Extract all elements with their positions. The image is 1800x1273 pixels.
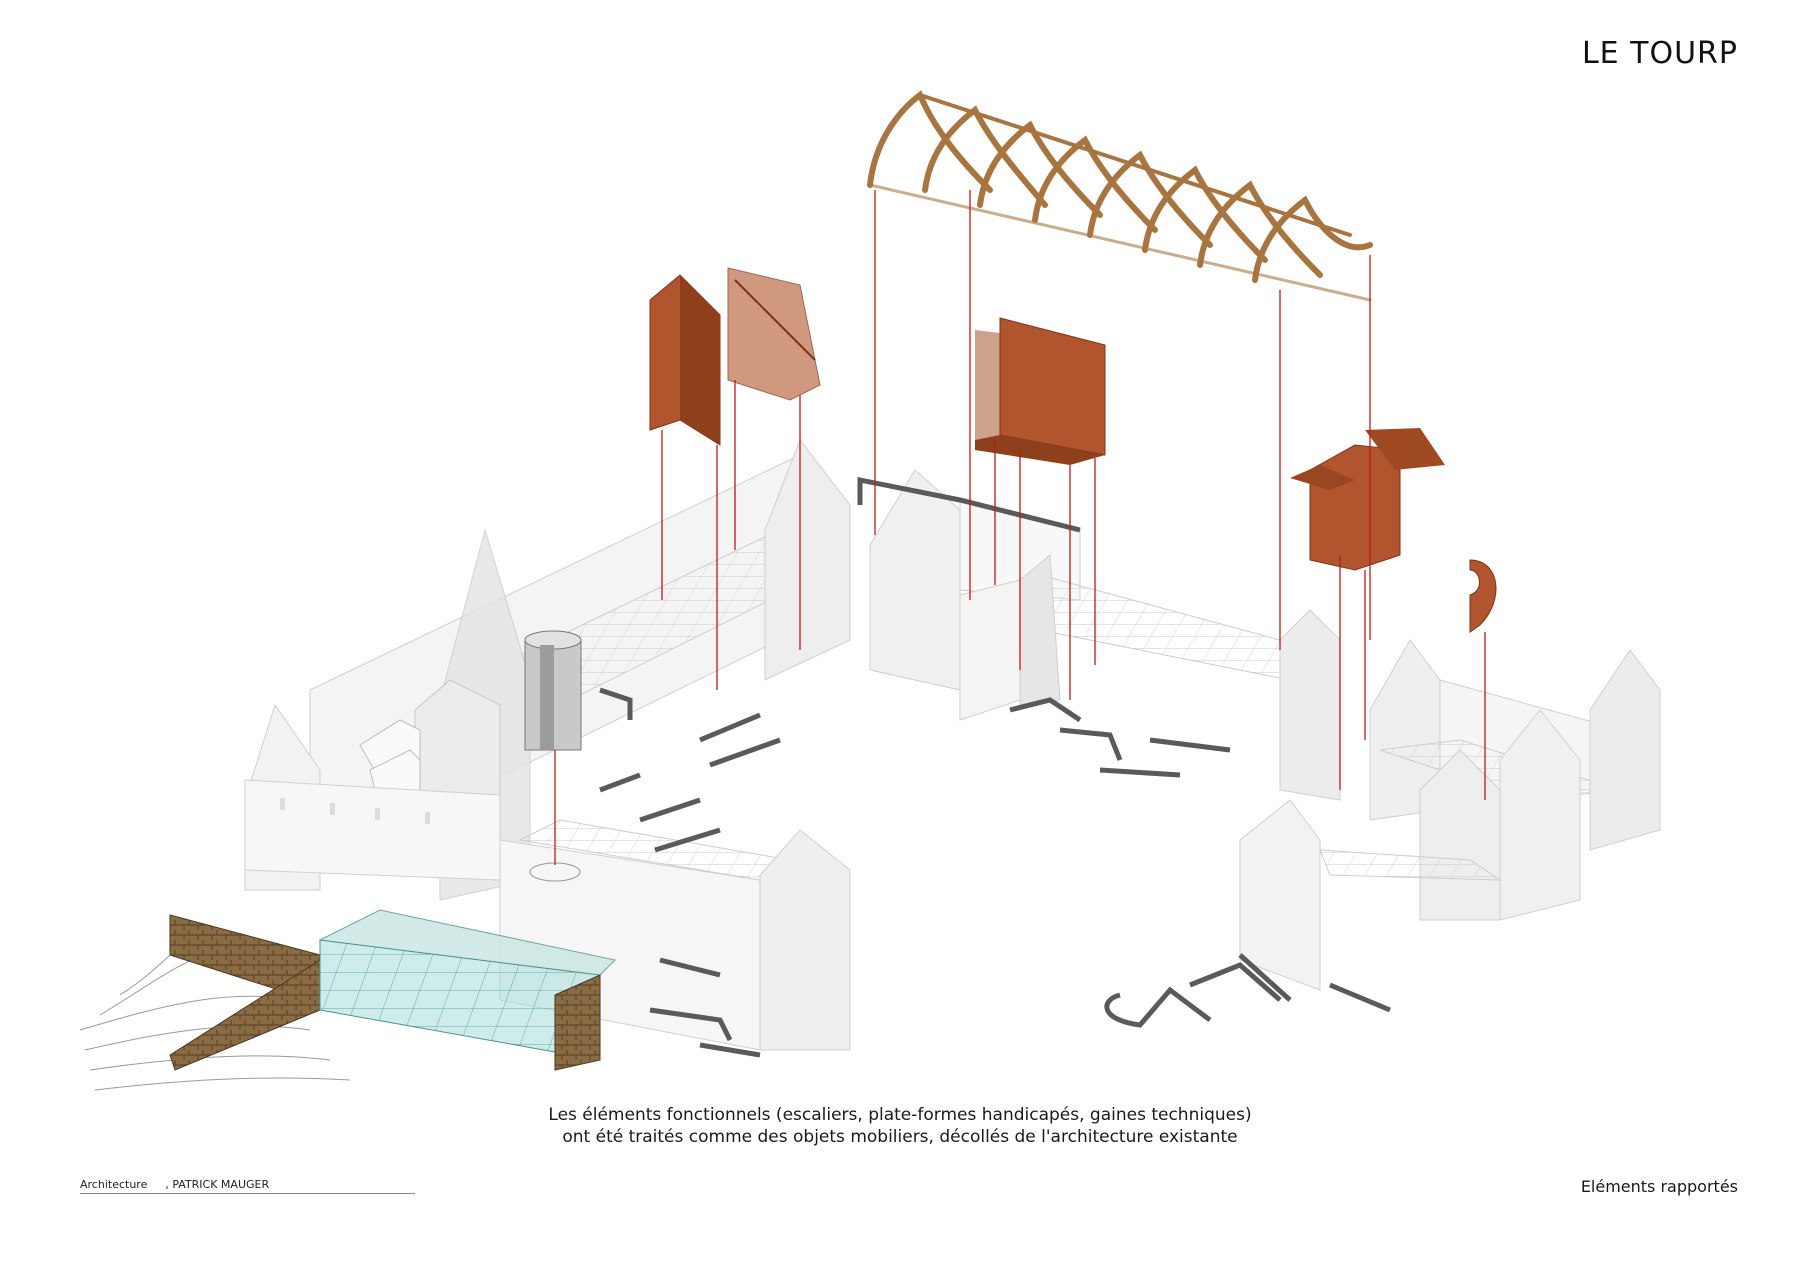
wooden-box-center: [975, 317, 1106, 465]
caption-line-2: ont été traités comme des objets mobilie…: [562, 1127, 1238, 1147]
credit-label: Architecture: [80, 1178, 148, 1191]
middle-block: [869, 469, 1341, 801]
wooden-curved-stair: [1469, 559, 1497, 633]
caption: Les éléments fonctionnels (escaliers, pl…: [500, 1104, 1300, 1148]
wooden-stair-panel: [727, 267, 821, 401]
credit-name: , PATRICK MAUGER: [165, 1178, 270, 1191]
windows: [280, 798, 430, 824]
right-wing: [1239, 639, 1661, 991]
wooden-stair-right: [1290, 428, 1445, 571]
leader-lines: [554, 190, 1486, 865]
architect-credit: Architecture , PATRICK MAUGER: [80, 1178, 415, 1194]
lift-cylinder: [524, 630, 582, 751]
wooden-box-left: [649, 274, 721, 446]
page-title: LE TOURP: [1581, 36, 1738, 71]
caption-line-1: Les éléments fonctionnels (escaliers, pl…: [548, 1105, 1252, 1125]
roof-trusses: [867, 90, 1373, 302]
sheet-subtitle: Eléments rapportés: [1580, 1177, 1738, 1196]
glass-pavilion: [169, 909, 617, 1071]
left-wing: [244, 438, 851, 1051]
